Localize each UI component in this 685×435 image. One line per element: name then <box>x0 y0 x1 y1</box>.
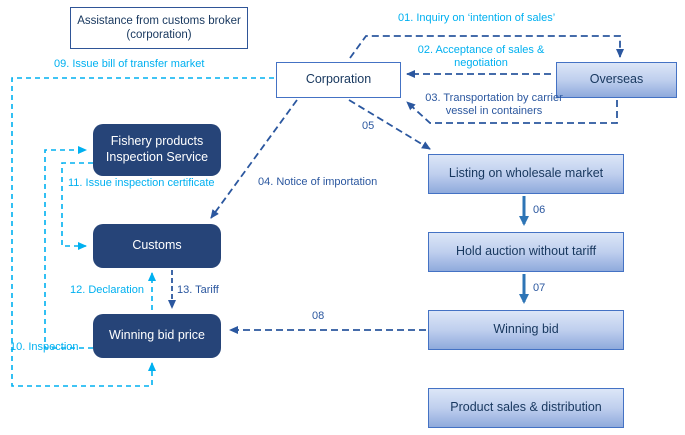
arrow-04-notice-of-importation <box>210 99 298 219</box>
node-product-sales-distribution: Product sales & distribution <box>428 388 624 428</box>
label-10-inspection: 10. Inspection <box>10 341 79 353</box>
label-01-inquiry: 01. Inquiry on ‘intention of sales’ <box>398 12 556 24</box>
arrow-11-inspection-certificate <box>61 162 93 250</box>
node-customs: Customs <box>93 224 221 268</box>
label-09-issue-bill: 09. Issue bill of transfer market <box>54 58 205 70</box>
node-overseas: Overseas <box>556 62 677 98</box>
node-assistance-line1: Assistance from customs broker <box>77 14 241 27</box>
label-08: 08 <box>312 310 325 322</box>
label-13-tariff: 13. Tariff <box>177 284 219 296</box>
node-hold-auction: Hold auction without tariff <box>428 232 624 272</box>
node-winning-bid: Winning bid <box>428 310 624 350</box>
label-12-declaration: 12. Declaration <box>70 284 144 296</box>
node-assistance-line2: (corporation) <box>126 29 192 41</box>
node-assistance-broker: Assistance from customs broker (corporat… <box>70 7 248 49</box>
label-07: 07 <box>533 282 546 294</box>
label-02-acceptance: 02. Acceptance of sales & negotiation <box>417 44 545 70</box>
node-corporation: Corporation <box>276 62 401 98</box>
label-03-transportation: 03. Transportation by carrier vessel in … <box>425 92 563 118</box>
label-11-inspection-certificate: 11. Issue inspection certificate <box>68 177 215 189</box>
node-listing-wholesale-market: Listing on wholesale market <box>428 154 624 194</box>
node-fishery-inspection-service: Fishery products Inspection Service <box>93 124 221 176</box>
node-winning-bid-price: Winning bid price <box>93 314 221 358</box>
label-04-notice-of-importation: 04. Notice of importation <box>258 176 378 188</box>
label-06: 06 <box>533 204 546 216</box>
label-05: 05 <box>362 120 375 132</box>
